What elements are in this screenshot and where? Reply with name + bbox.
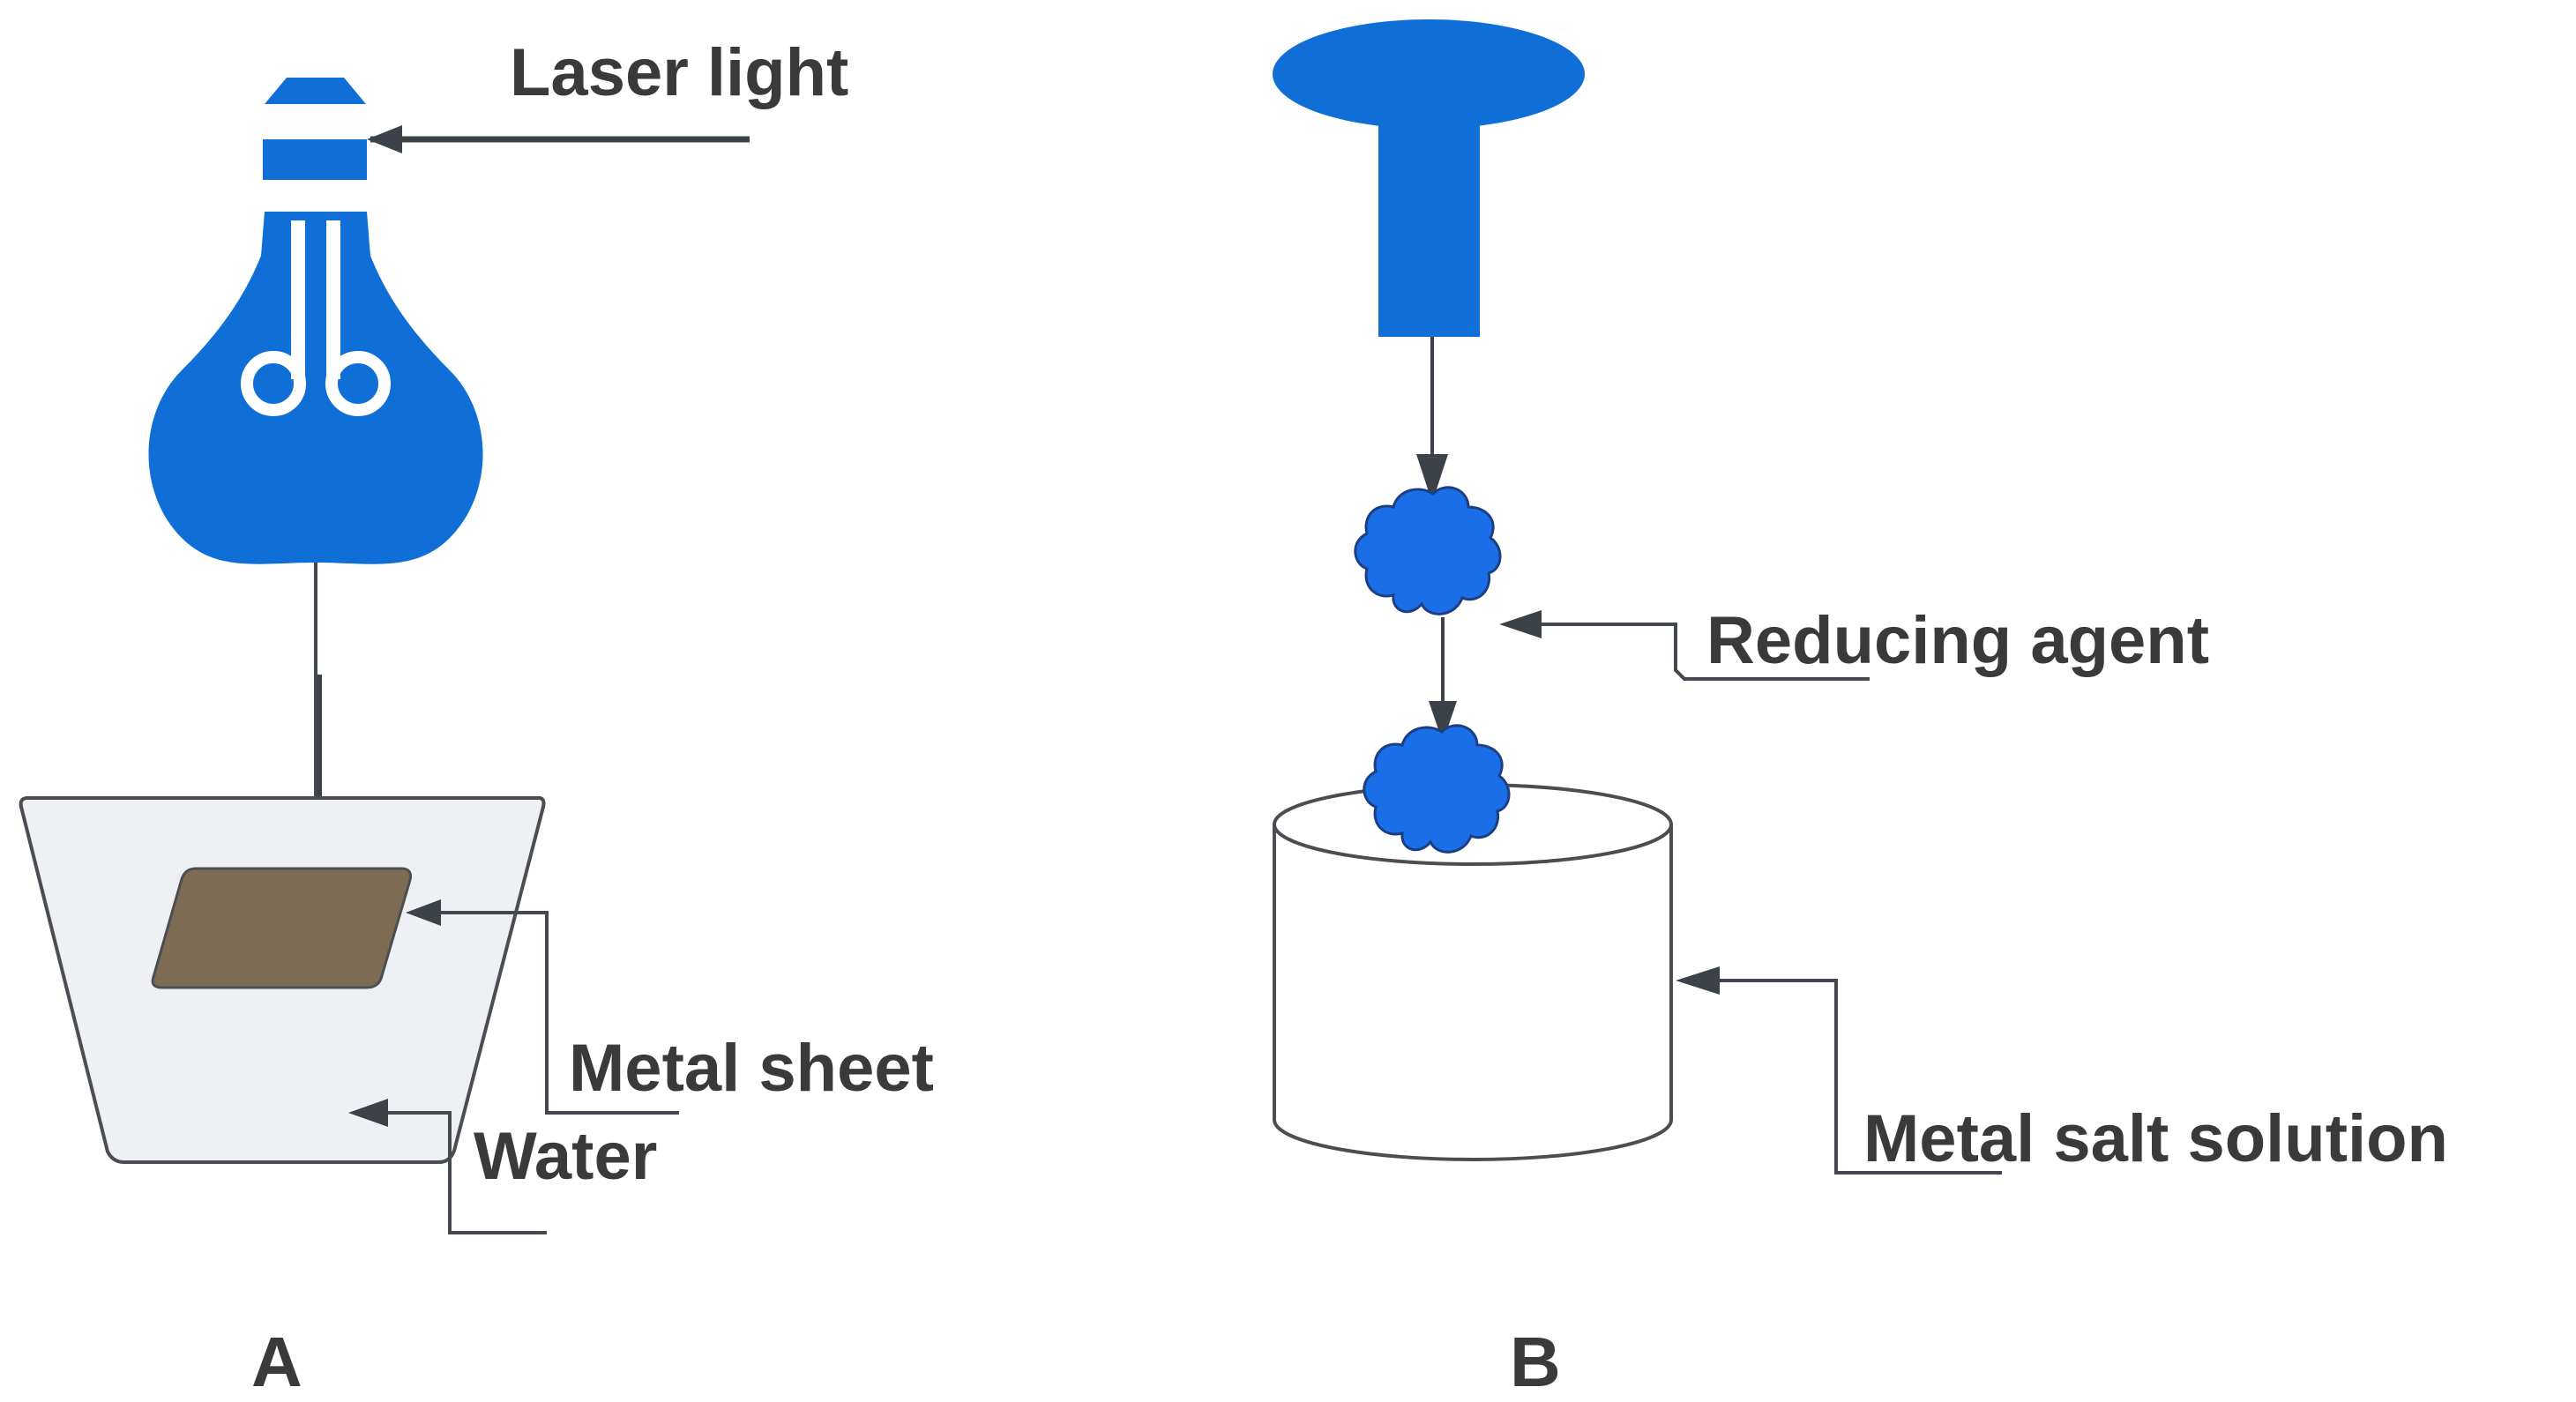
cloud-arrowhead [1429, 701, 1457, 742]
dropper-icon [1273, 19, 1585, 337]
dropper-arrowhead [1416, 454, 1448, 503]
reducing-agent-cloud-lower [1363, 724, 1511, 854]
water-arrowhead [348, 1099, 388, 1127]
light-bulb-icon [148, 78, 483, 564]
metal-sheet-leader [414, 909, 679, 1115]
metal-sheet-label: Metal sheet [569, 1031, 934, 1106]
panel-b: Reducing agent Metal salt solution B [1273, 19, 2448, 1401]
panel-a: Laser light Metal sheet Water A [19, 35, 934, 1401]
metal-salt-solution-arrowhead [1676, 966, 1720, 995]
reducing-agent-leader [1517, 623, 1870, 681]
panel-b-label: B [1510, 1323, 1561, 1401]
metal-sheet [151, 867, 412, 989]
metal-salt-solution-label: Metal salt solution [1863, 1101, 2448, 1176]
reducing-agent-cloud-upper [1354, 486, 1502, 615]
laser-light-label: Laser light [510, 35, 848, 110]
metal-salt-solution-leader [1693, 979, 2002, 1175]
panel-a-label: A [251, 1323, 302, 1401]
metal-salt-solution-container [1273, 783, 1673, 1161]
reducing-agent-label: Reducing agent [1706, 603, 2209, 678]
water-leader [370, 1111, 547, 1234]
water-label: Water [474, 1119, 657, 1194]
reducing-agent-arrowhead [1499, 610, 1542, 638]
metal-sheet-arrowhead [406, 899, 441, 926]
